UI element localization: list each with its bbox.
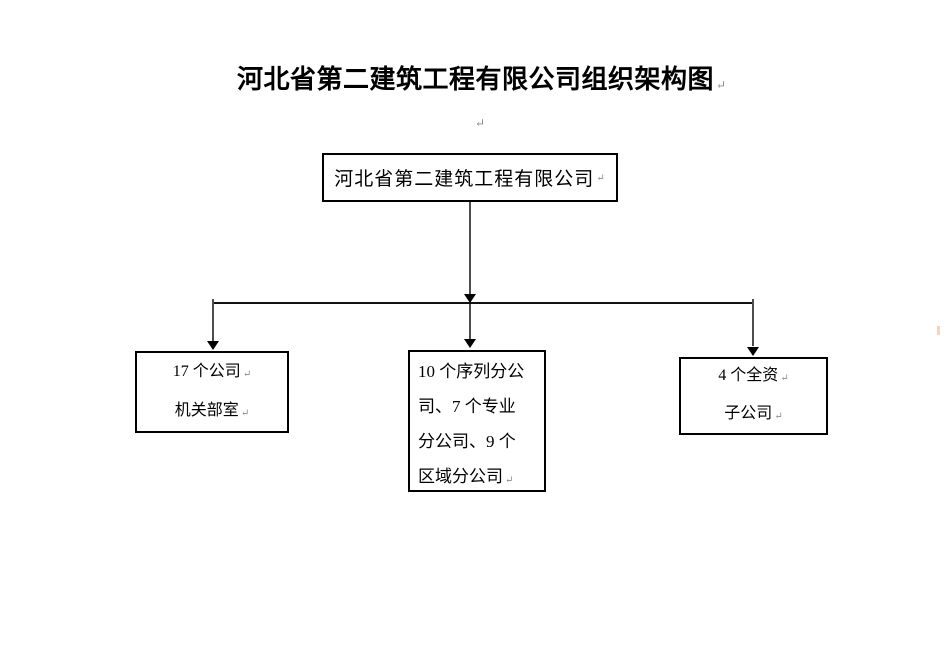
connector-root-vertical-line xyxy=(469,202,471,294)
node-text-line: 分公司、9 个 xyxy=(418,424,516,459)
return-mark-icon: ↵ xyxy=(716,78,727,92)
node-text-line: 10 个序列分公 xyxy=(418,354,524,389)
diagram-title-text: 河北省第二建筑工程有限公司组织架构图 xyxy=(237,65,715,94)
connector-right-arrowhead-icon xyxy=(747,347,759,356)
org-root-label: 河北省第二建筑工程有限公司 xyxy=(334,169,595,190)
org-root-box: 河北省第二建筑工程有限公司↵ xyxy=(322,153,618,202)
return-mark-icon: ↵ xyxy=(780,373,789,384)
diagram-title: 河北省第二建筑工程有限公司组织架构图↵ xyxy=(237,59,727,96)
node-text: 10 个序列分公 xyxy=(418,362,525,381)
edge-artifact-mark xyxy=(937,326,940,335)
org-child-box-subsidiaries: 4 个全资↵ 子公司↵ xyxy=(679,357,828,435)
connector-middle-drop-line xyxy=(469,304,471,339)
return-mark-icon: ↵ xyxy=(240,408,250,419)
node-text: 机关部室 xyxy=(174,402,239,419)
return-mark-icon: ↵ xyxy=(505,475,514,486)
node-text-line: 17 个公司↵ xyxy=(173,353,251,392)
return-mark-icon: ↵ xyxy=(242,369,252,380)
connector-middle-arrowhead-icon xyxy=(464,339,476,348)
node-text: 17 个公司 xyxy=(172,363,241,380)
node-text: 区域分公司 xyxy=(418,467,503,486)
connector-left-drop-line xyxy=(212,299,214,341)
org-child-box-branch-companies: 10 个序列分公 司、7 个专业 分公司、9 个 区域分公司↵ xyxy=(408,350,546,492)
return-mark-icon: ↵ xyxy=(475,116,486,130)
connector-root-arrowhead-icon xyxy=(464,294,476,303)
node-text-line: 4 个全资↵ xyxy=(718,358,788,396)
return-mark-icon: ↵ xyxy=(774,411,783,422)
org-child-box-company-offices: 17 个公司↵ 机关部室↵ xyxy=(135,351,289,433)
node-text-line: 子公司↵ xyxy=(724,396,782,434)
node-text: 司、7 个专业 xyxy=(418,397,516,416)
node-text: 子公司 xyxy=(724,405,773,422)
node-text-line: 司、7 个专业 xyxy=(418,389,516,424)
connector-horizontal-line xyxy=(212,302,754,304)
connector-left-arrowhead-icon xyxy=(207,341,219,350)
node-text-line: 机关部室↵ xyxy=(175,392,249,431)
connector-right-drop-line xyxy=(752,299,754,346)
node-text: 4 个全资 xyxy=(718,367,779,384)
node-text-line: 区域分公司↵ xyxy=(418,459,513,497)
node-text: 分公司、9 个 xyxy=(418,432,516,451)
return-mark-icon: ↵ xyxy=(596,173,606,184)
